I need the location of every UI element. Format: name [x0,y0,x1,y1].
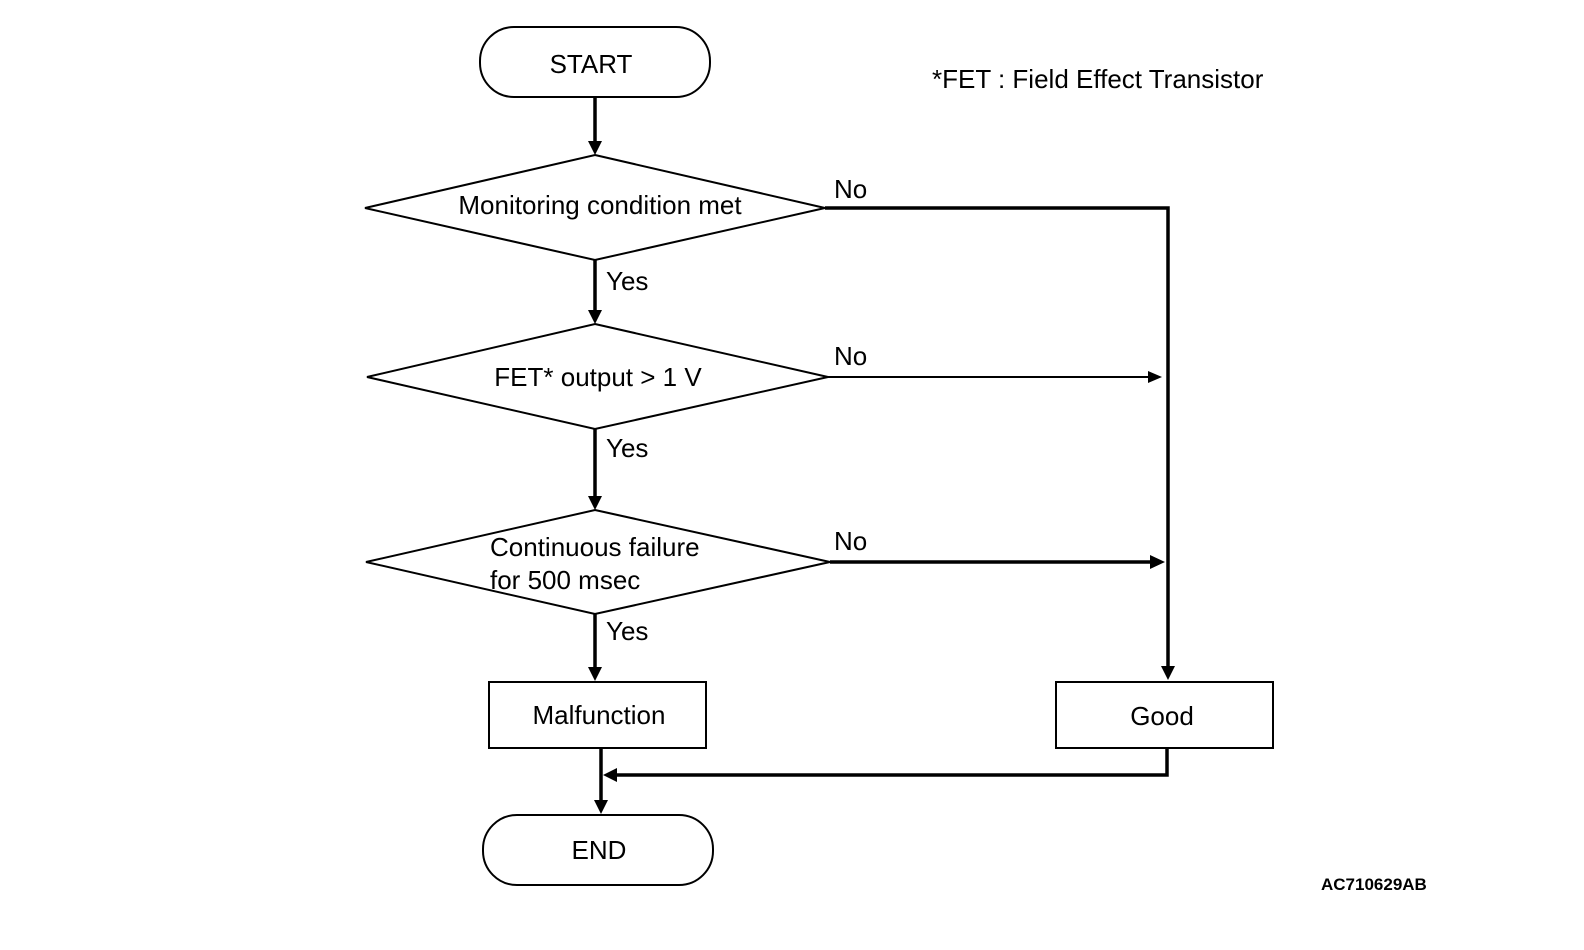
decision-3-no-label: No [834,526,867,556]
end-label: END [572,835,627,865]
decision-2-yes-label: Yes [606,433,648,463]
malfunction-label: Malfunction [533,700,666,730]
decision-1-text: Monitoring condition met [458,190,742,220]
decision-1-yes-arrowhead [588,310,602,324]
decision-3-yes-arrowhead [588,667,602,681]
decision-3-text-line-2: for 500 msec [490,565,640,595]
malfunction-box [488,681,707,749]
end-terminal [482,814,714,886]
start-to-decision-1-arrowhead [588,141,602,155]
start-label: START [550,49,633,79]
fet-footnote: *FET : Field Effect Transistor [932,64,1264,94]
good-merge-arrowhead [603,768,617,782]
decision-continuous-failure [365,508,831,616]
decision-1-no-label: No [834,174,867,204]
good-arrowhead [1161,666,1175,680]
good-box [1055,681,1274,749]
decision-2-no-arrowhead [1148,371,1162,383]
decision-2-text: FET* output > 1 V [494,362,702,392]
decision-3-text-line-1: Continuous failure [490,532,700,562]
decision-1-no-line [825,206,1170,668]
decision-2-yes-arrowhead [588,496,602,510]
good-to-end-line [615,748,1169,777]
decision-1-yes-label: Yes [606,266,648,296]
end-arrowhead [594,800,608,814]
decision-2-no-label: No [834,341,867,371]
decision-3-yes-label: Yes [606,616,648,646]
good-label: Good [1130,701,1194,731]
figure-code: AC710629AB [1321,875,1427,894]
decision-3-no-arrowhead [1150,555,1165,569]
